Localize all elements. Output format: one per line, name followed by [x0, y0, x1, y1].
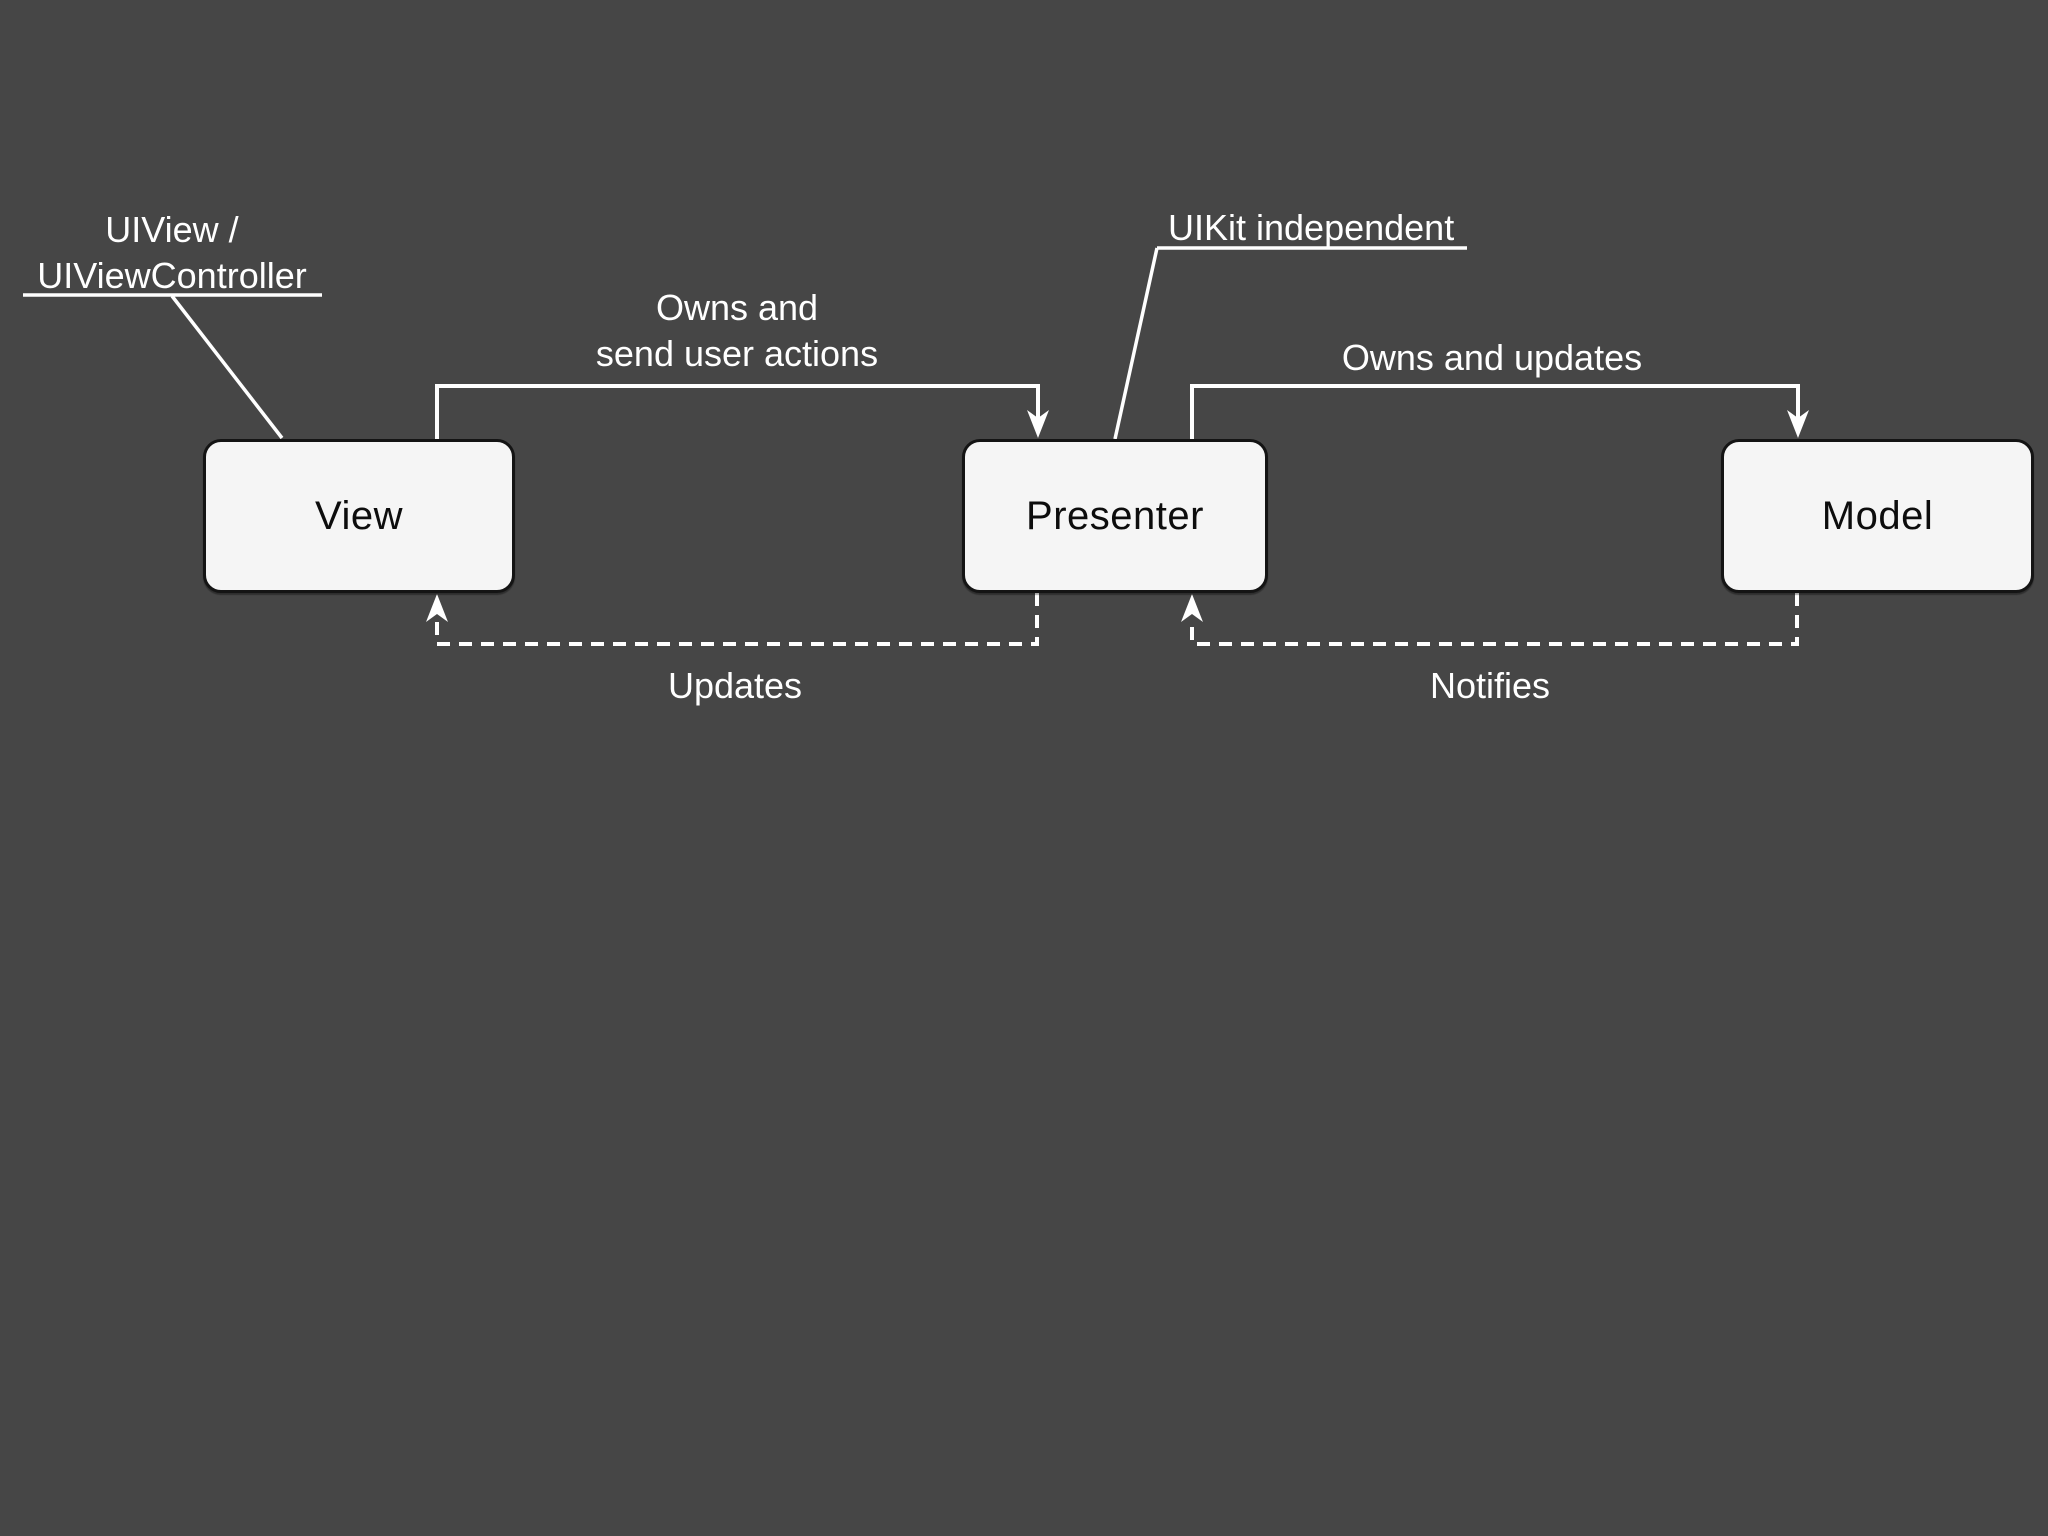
edge-label-line1: Owns and	[655, 287, 819, 328]
edge-presenter-to-model-line	[1190, 384, 1800, 439]
edge-model-to-presenter-line	[1190, 593, 1799, 646]
arrowhead-into-presenter-bottom	[1181, 594, 1203, 622]
presenter-note-leader	[1113, 247, 1159, 440]
edge-label-line2: send user actions	[595, 333, 879, 374]
edge-label-updates: Updates	[667, 665, 803, 706]
edge-presenter-to-view-line	[435, 593, 1039, 646]
node-view-label: View	[315, 493, 403, 538]
node-presenter-label: Presenter	[1026, 493, 1204, 538]
arrowhead-into-view-bottom	[426, 594, 448, 622]
node-presenter: Presenter	[962, 439, 1268, 593]
node-model: Model	[1721, 439, 2034, 593]
arrowhead-into-model-top	[1787, 410, 1809, 438]
annotation-line2: UIViewController	[37, 255, 307, 296]
annotation-uiview-uiviewcontroller: UIView / UIViewController	[10, 207, 334, 299]
arrowhead-into-presenter-top	[1027, 410, 1049, 438]
annotation-uikit-independent: UIKit independent	[1168, 207, 1455, 248]
edge-view-to-presenter-line	[435, 384, 1040, 439]
edge-label-owns-and-send-user-actions: Owns and send user actions	[537, 285, 937, 377]
node-view: View	[203, 439, 515, 593]
edge-label-notifies: Notifies	[1429, 665, 1551, 706]
edge-label-owns-and-updates: Owns and updates	[1341, 337, 1643, 378]
node-model-label: Model	[1821, 493, 1934, 538]
view-note-leader	[170, 294, 284, 440]
annotation-line1: UIView /	[105, 209, 239, 250]
